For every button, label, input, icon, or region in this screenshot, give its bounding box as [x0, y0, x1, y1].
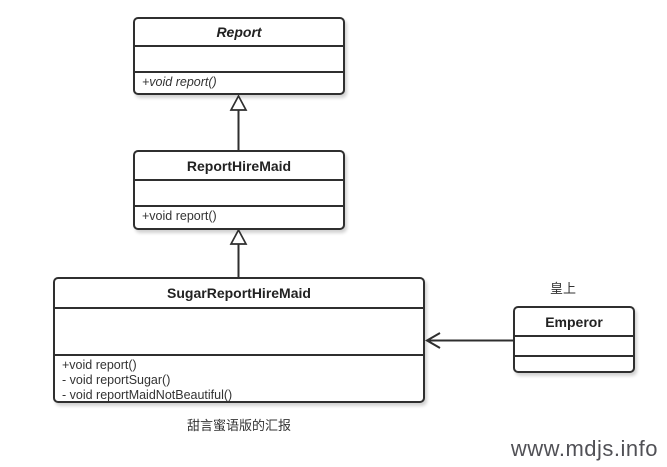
generalization-arrow-reporthiremaid-to-report [229, 94, 248, 151]
method-line: +void report() [62, 358, 137, 372]
class-methods-sugarreporthiremaid: +void report() - void reportSugar() - vo… [55, 356, 423, 401]
method-line: - void reportSugar() [62, 373, 171, 387]
class-attributes-reporthiremaid [135, 181, 343, 207]
class-methods-reporthiremaid: +void report() [135, 207, 343, 228]
generalization-arrow-sugarreporthiremaid-to-reporthiremaid [229, 228, 248, 278]
class-attributes-report [135, 47, 343, 73]
method-line: - void reportMaidNotBeautiful() [62, 388, 233, 401]
class-methods-emperor [515, 357, 633, 371]
class-box-reporthiremaid: ReportHireMaid +void report() [133, 150, 345, 230]
class-attributes-sugarreporthiremaid [55, 309, 423, 356]
class-box-report: Report +void report() [133, 17, 345, 95]
diagram-caption: 甜言蜜语版的汇报 [186, 418, 291, 433]
class-title-report: Report [135, 19, 343, 47]
association-arrow-emperor-to-sugarreporthiremaid [424, 332, 515, 349]
class-title-sugarreporthiremaid: SugarReportHireMaid [55, 279, 423, 309]
class-title-reporthiremaid: ReportHireMaid [135, 152, 343, 181]
class-box-sugarreporthiremaid: SugarReportHireMaid +void report() - voi… [53, 277, 425, 403]
class-box-emperor: Emperor [513, 306, 635, 373]
watermark-text: www.mdjs.info [510, 436, 658, 461]
class-methods-report: +void report() [135, 73, 343, 93]
class-attributes-emperor [515, 337, 633, 357]
class-title-emperor: Emperor [515, 308, 633, 337]
method-line: +void report() [142, 209, 217, 223]
method-line: +void report() [142, 75, 217, 89]
emperor-note-label: 皇上 [549, 281, 576, 296]
